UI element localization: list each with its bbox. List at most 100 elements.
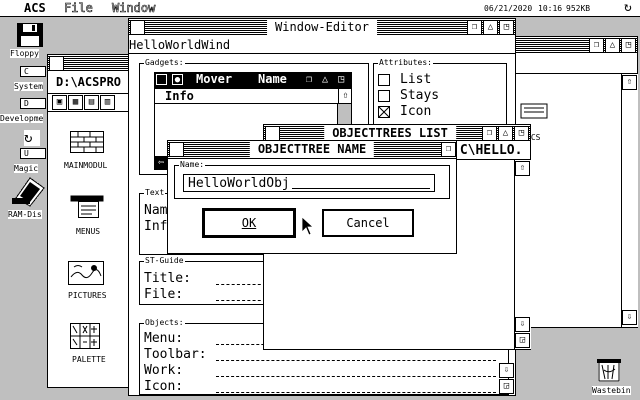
gadgets-frame-label: Gadgets: <box>144 58 185 68</box>
objects-work-field[interactable] <box>216 364 496 377</box>
gadget-fuller-icon: ◳ <box>338 74 345 85</box>
mouse-pointer-icon <box>301 216 315 236</box>
gadget-backdrop-icon: ❐ <box>306 74 313 85</box>
vertical-scrollbar[interactable] <box>621 74 638 327</box>
item-label: MAINMODUL <box>64 161 108 170</box>
path-window-title: D:\ACSPRO <box>56 75 122 89</box>
gadget-preview-titlebar[interactable]: ● Mover Name ❐ △ ◳ <box>154 72 352 88</box>
scroll-down-icon[interactable]: ⇩ <box>515 317 530 332</box>
file-icon[interactable] <box>520 103 548 123</box>
fuller-icon[interactable]: ◳ <box>499 20 514 35</box>
scroll-up-icon[interactable]: ⇧ <box>515 161 530 176</box>
gadget-up-arrow-icon: ⇧ <box>338 89 352 104</box>
drive-c-icon[interactable]: C <box>20 66 46 77</box>
name-input[interactable]: HelloWorldObj <box>183 174 435 192</box>
size-icon[interactable]: ◲ <box>515 333 530 348</box>
iconify-icon[interactable]: △ <box>483 20 498 35</box>
gadget-mover-label: Mover <box>196 72 233 86</box>
objects-menu-label: Menu: <box>144 331 184 346</box>
icon-label: Icon <box>400 104 432 119</box>
drive-d-icon[interactable]: D <box>20 98 46 109</box>
scroll-up-icon[interactable]: ⇧ <box>622 75 637 90</box>
size-icon[interactable]: ◲ <box>499 379 514 394</box>
st-guide-frame-label: ST-Guide <box>144 256 185 266</box>
gadget-preview-info[interactable]: Info ⇧ <box>154 88 352 104</box>
fuller-icon[interactable]: ◳ <box>514 126 529 141</box>
toolbar-disk-icon[interactable]: ▣ <box>52 95 67 110</box>
list-checkbox[interactable] <box>378 74 390 86</box>
text-info-label: Inf <box>144 219 168 234</box>
free-memory: 952KB <box>566 4 591 13</box>
gadget-left-arrow-icon: ⇦ <box>154 156 168 170</box>
item-label: PALETTE <box>72 355 106 364</box>
gadget-name-label: Name <box>258 72 287 86</box>
fuller-icon[interactable]: ◳ <box>621 38 636 53</box>
cancel-button[interactable]: Cancel <box>322 209 414 237</box>
floppy-disk-icon[interactable] <box>16 22 44 48</box>
close-icon[interactable] <box>169 142 184 157</box>
objects-work-label: Work: <box>144 363 184 378</box>
objects-icon-label: Icon: <box>144 379 184 394</box>
text-name-label: Nam <box>144 203 168 218</box>
menu-bar: ACS File Window 06/21/2020 10:16 952KB ↻ <box>0 0 640 17</box>
name-frame-label: Name: <box>179 160 206 170</box>
sync-icon[interactable]: ↻ <box>624 0 632 15</box>
backdrop-icon[interactable]: ❐ <box>441 142 456 157</box>
icon-checkbox[interactable] <box>378 106 390 118</box>
objects-frame-label: Objects: <box>144 318 185 328</box>
vertical-scrollbar[interactable] <box>514 160 531 349</box>
ok-button[interactable]: OK <box>202 208 296 238</box>
desktop-icon-label: System <box>14 82 43 91</box>
gadget-info-label: Info <box>165 89 194 103</box>
close-icon[interactable] <box>130 20 145 35</box>
objects-toolbar-field[interactable] <box>216 348 496 361</box>
stays-checkbox[interactable] <box>378 90 390 102</box>
name-frame: Name: HelloWorldObj <box>174 160 450 199</box>
objects-icon-field[interactable] <box>216 380 496 393</box>
item-label: MENUS <box>76 227 101 236</box>
ram-disk-icon[interactable] <box>10 176 48 208</box>
window-editor-title: Window-Editor <box>267 19 377 35</box>
backdrop-icon[interactable]: ❐ <box>467 20 482 35</box>
list-label: List <box>400 72 432 87</box>
iconify-icon[interactable]: △ <box>498 126 513 141</box>
backdrop-icon[interactable]: ❐ <box>589 38 604 53</box>
magic-icon[interactable]: ↻ <box>24 130 40 146</box>
menus-icon[interactable] <box>70 195 104 221</box>
st-guide-file-field[interactable] <box>216 288 266 301</box>
attributes-frame: Attributes: List Stays Icon <box>373 58 507 161</box>
toolbar-list-icon[interactable]: ▥ <box>100 95 115 110</box>
desktop-icon-label: Floppy <box>10 49 39 58</box>
pictures-icon[interactable] <box>68 261 104 285</box>
menu-file[interactable]: File <box>64 1 94 15</box>
scroll-down-icon[interactable]: ⇩ <box>499 363 514 378</box>
close-icon[interactable] <box>49 56 64 71</box>
stays-label: Stays <box>400 88 440 103</box>
desktop-icon-label: Magic <box>14 164 39 173</box>
drive-u-icon[interactable]: U <box>20 148 46 159</box>
objects-toolbar-label: Toolbar: <box>144 347 207 362</box>
window-editor-titlebar[interactable]: Window-Editor <box>129 19 515 37</box>
attributes-frame-label: Attributes: <box>378 58 433 68</box>
scroll-down-icon[interactable]: ⇩ <box>622 310 637 325</box>
dialog-titlebar[interactable]: OBJECTTREE NAME <box>168 141 456 159</box>
menu-window[interactable]: Window <box>112 1 156 15</box>
text-frame-label: Text <box>144 188 166 198</box>
brick-wall-icon[interactable] <box>70 131 104 153</box>
close-icon[interactable] <box>265 126 280 141</box>
objecttrees-list-path: .C\HELLO. <box>452 143 523 158</box>
objecttree-name-dialog[interactable]: OBJECTTREE NAME ❐ Name: HelloWorldObj OK… <box>167 140 457 254</box>
toolbar-grid-icon[interactable]: ▦ <box>68 95 83 110</box>
st-guide-title-field[interactable] <box>216 272 266 285</box>
palette-icon[interactable] <box>70 323 100 349</box>
desktop-icon-label: RAM-Dis <box>8 210 42 219</box>
item-label: PICTURES <box>68 291 107 300</box>
clock-date: 06/21/2020 <box>484 4 533 13</box>
name-input-value: HelloWorldObj <box>188 176 290 191</box>
iconify-icon[interactable]: △ <box>605 38 620 53</box>
backdrop-icon[interactable]: ❐ <box>482 126 497 141</box>
wastebin-icon[interactable] <box>596 356 622 382</box>
objecttrees-list-titlebar[interactable]: OBJECTTREES LIST <box>264 125 530 143</box>
menu-acs[interactable]: ACS <box>24 1 46 15</box>
toolbar-save-icon[interactable]: ▤ <box>84 95 99 110</box>
